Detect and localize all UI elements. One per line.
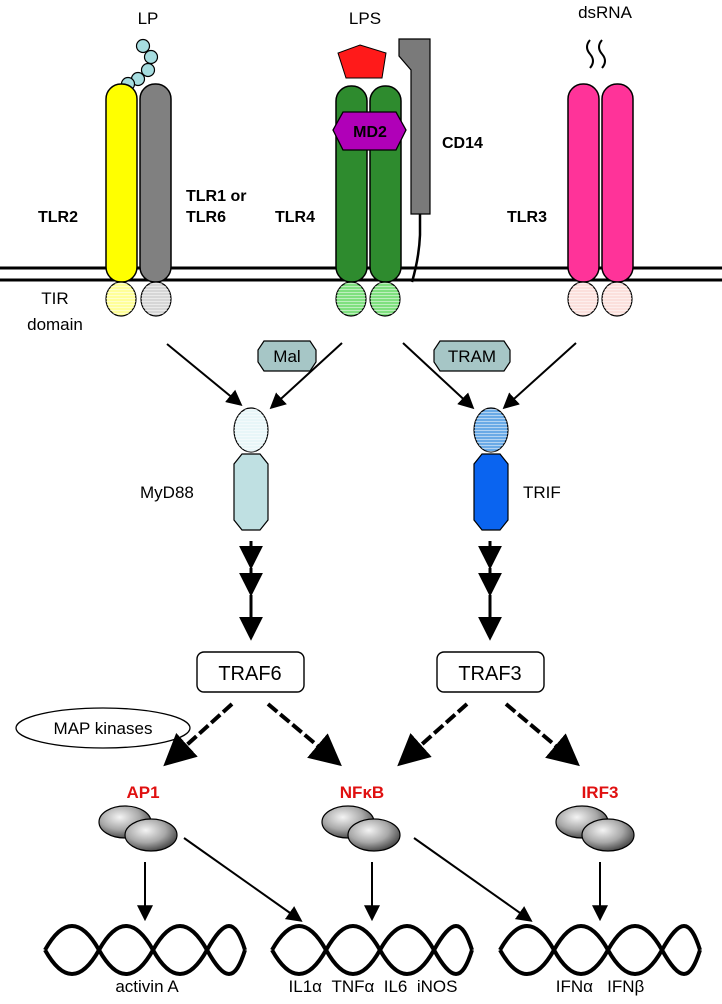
traf-to-tf-arrows xyxy=(163,702,580,767)
irf3-dimer xyxy=(555,805,635,852)
myd88-protein xyxy=(233,453,269,531)
receptor-arrows xyxy=(166,342,577,410)
trif-protein xyxy=(473,453,509,531)
tir-label-line1: TIR xyxy=(41,289,68,308)
irf3-label: IRF3 xyxy=(582,783,619,802)
map-kinases-oval xyxy=(15,707,191,749)
nfkb-dimer xyxy=(321,805,401,852)
cd14-protein xyxy=(398,38,431,215)
tlr2-label: TLR2 xyxy=(38,209,78,226)
trif-label: TRIF xyxy=(523,483,561,502)
dna-helix-middle xyxy=(270,924,474,976)
dsrna-ligand-icon xyxy=(586,39,606,69)
map-kinases-label: MAP kinases xyxy=(54,719,153,738)
tlr3-receptor-left xyxy=(567,83,600,283)
tir-label-line2: domain xyxy=(27,315,83,334)
ap1-label: AP1 xyxy=(126,783,159,802)
md2-protein xyxy=(332,111,407,151)
traf6-box xyxy=(196,651,305,693)
lps-label: LPS xyxy=(349,9,381,28)
gene-label-interferons: IFNα IFNβ xyxy=(556,977,645,996)
tlr1-label-line2: TLR6 xyxy=(186,209,226,226)
md2-label: MD2 xyxy=(353,124,387,141)
tf-to-gene-arrows xyxy=(137,837,608,922)
cd14-anchor xyxy=(410,214,422,283)
lp-ligand-icon xyxy=(120,38,159,92)
dsrna-label: dsRNA xyxy=(578,3,633,22)
dna-helix-left xyxy=(43,924,247,976)
dna-helix-right xyxy=(498,924,702,976)
tram-adaptor xyxy=(433,340,511,372)
lps-ligand-icon xyxy=(337,44,387,79)
tlr1-label-line1: TLR1 or xyxy=(186,188,246,205)
tram-label: TRAM xyxy=(448,347,496,366)
tlr2-receptor xyxy=(105,83,138,283)
tlr3-receptor-right xyxy=(601,83,634,283)
traf3-box xyxy=(436,651,545,693)
tlr1-receptor xyxy=(139,83,172,283)
cd14-label: CD14 xyxy=(442,135,483,152)
tlr3-label: TLR3 xyxy=(507,209,547,226)
mal-label: Mal xyxy=(273,347,300,366)
ap1-dimer xyxy=(98,805,178,852)
traf6-label: TRAF6 xyxy=(218,663,281,685)
myd88-label: MyD88 xyxy=(140,483,194,502)
gene-label-inflammatory: IL1α TNFα IL6 iNOS xyxy=(289,977,458,996)
gene-label-activin: activin A xyxy=(115,977,179,996)
nfkb-label: NFκB xyxy=(340,783,384,802)
traf3-label: TRAF3 xyxy=(458,663,521,685)
lp-label: LP xyxy=(138,9,159,28)
tlr4-label: TLR4 xyxy=(275,209,315,226)
